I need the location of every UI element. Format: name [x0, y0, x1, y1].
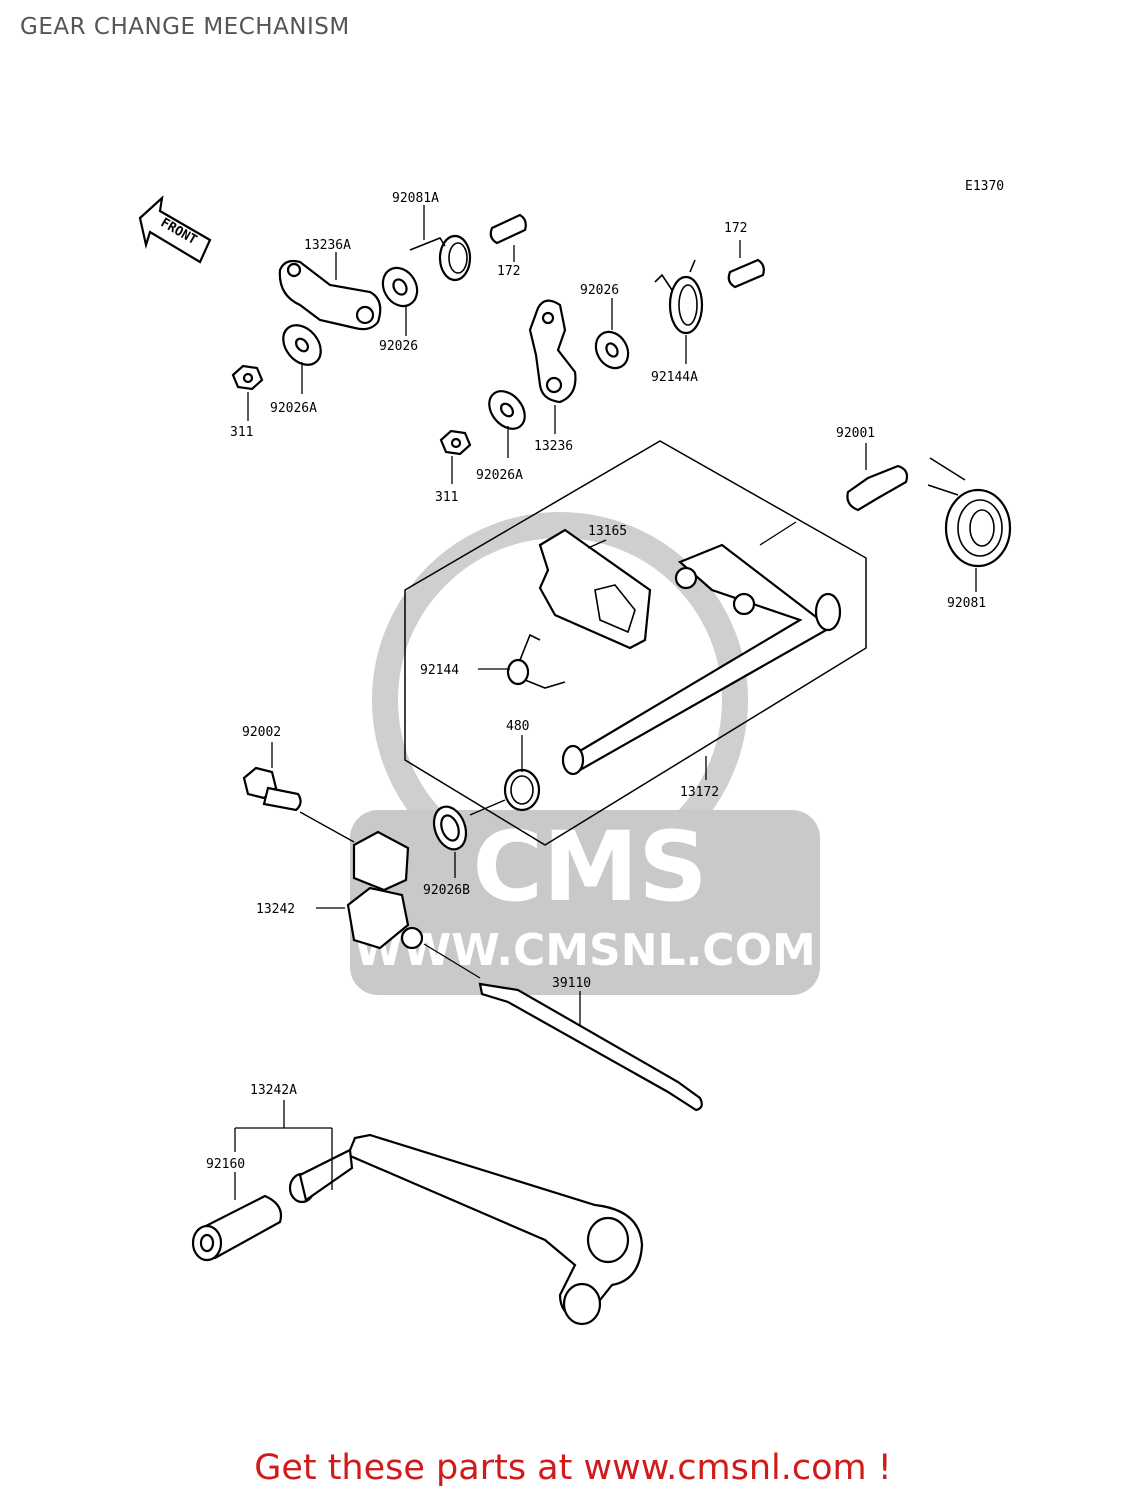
label-311-a: 311 [230, 425, 253, 440]
label-92026b: 92026B [423, 883, 470, 898]
label-92026a-a: 92026A [270, 401, 317, 416]
label-13172: 13172 [680, 785, 719, 800]
watermark-brand: CMS [472, 811, 707, 923]
washer-92026a-2 [488, 390, 526, 430]
pedal-13242a [288, 1133, 644, 1326]
label-172-a: 172 [497, 264, 520, 279]
washer-92026a [282, 324, 322, 366]
rubber-92160 [191, 1194, 283, 1262]
shaft-13172 [561, 543, 842, 776]
label-92026-b: 92026 [580, 283, 619, 298]
label-92001: 92001 [836, 426, 875, 441]
diagram-code: E1370 [965, 179, 1004, 194]
label-172-b: 172 [724, 221, 747, 236]
nut-311-2 [439, 429, 472, 456]
label-92144: 92144 [420, 663, 459, 678]
cta-banner[interactable]: Get these parts at www.cmsnl.com ! [254, 1448, 892, 1488]
label-13242: 13242 [256, 902, 295, 917]
circlip-480 [503, 768, 541, 812]
label-92026-a: 92026 [379, 339, 418, 354]
label-13236a: 13236A [304, 238, 351, 253]
watermark-url: WWW.CMSNL.COM [354, 925, 816, 976]
spring-92144a [654, 259, 704, 335]
leader-lines [234, 205, 977, 1200]
label-13236: 13236 [534, 439, 573, 454]
watermark: CMS WWW.CMSNL.COM [350, 512, 820, 995]
label-92160: 92160 [206, 1157, 245, 1172]
washer-92026 [381, 266, 419, 308]
front-arrow-icon: FRONT [138, 195, 212, 264]
label-92002: 92002 [242, 725, 281, 740]
assembly-outline [404, 440, 867, 846]
lever-13236a [278, 259, 382, 331]
nut-311 [231, 364, 264, 391]
label-39110: 39110 [552, 976, 591, 991]
label-311-b: 311 [435, 490, 458, 505]
spring-92144 [506, 633, 566, 689]
part-labels: 92081A 13236A 172 172 92026 92026 92026A… [206, 191, 986, 1172]
washer-92026-2 [594, 330, 630, 370]
label-92081a: 92081A [392, 191, 439, 206]
label-480: 480 [506, 719, 529, 734]
pin-172b [727, 258, 765, 289]
label-92081: 92081 [947, 596, 986, 611]
label-13165: 13165 [588, 524, 627, 539]
bolt-92001 [846, 464, 909, 512]
spring-92081 [927, 457, 1012, 568]
page-title: GEAR CHANGE MECHANISM [20, 14, 350, 40]
bolt-92002 [242, 766, 302, 812]
spring-92081a [409, 234, 472, 282]
pin-172a [489, 213, 527, 245]
lever-13242 [346, 830, 424, 950]
label-92026a-b: 92026A [476, 468, 523, 483]
label-13242a: 13242A [250, 1083, 297, 1098]
washer-92026b [432, 805, 468, 851]
rod-39110 [478, 982, 703, 1112]
lever-13236 [528, 299, 577, 404]
label-92144a: 92144A [651, 370, 698, 385]
plate-13165 [538, 528, 652, 650]
